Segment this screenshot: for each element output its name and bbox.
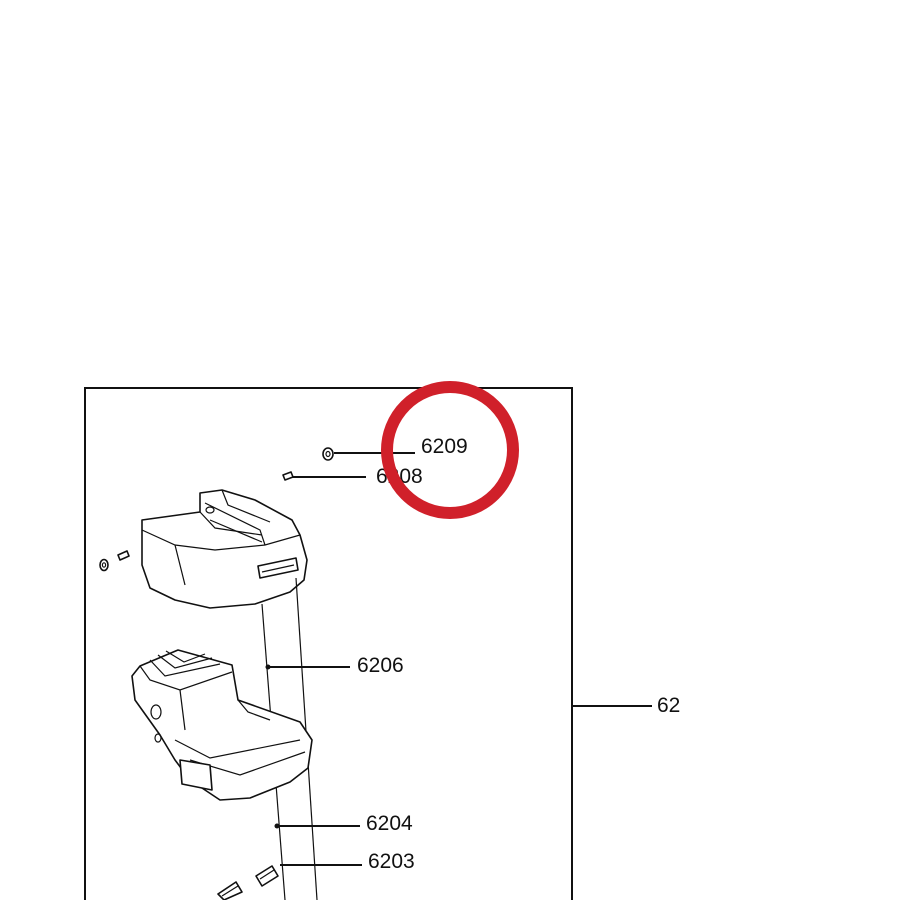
highlight-circle [381,381,519,519]
side-nut[interactable] [99,558,109,572]
part-label-6206[interactable]: 6206 [357,654,404,677]
nut-6209[interactable] [322,447,334,461]
upper-cover[interactable] [141,489,308,609]
part-label-62[interactable]: 62 [657,694,680,717]
assembly-group-frame [84,387,573,900]
fastener-6203[interactable] [217,865,279,900]
lower-housing[interactable] [131,649,313,801]
part-label-6203[interactable]: 6203 [368,850,415,873]
screw-6208[interactable] [282,471,294,481]
part-label-6209[interactable]: 6209 [421,435,468,458]
side-screw[interactable] [117,550,130,561]
part-label-6204[interactable]: 6204 [366,812,413,835]
